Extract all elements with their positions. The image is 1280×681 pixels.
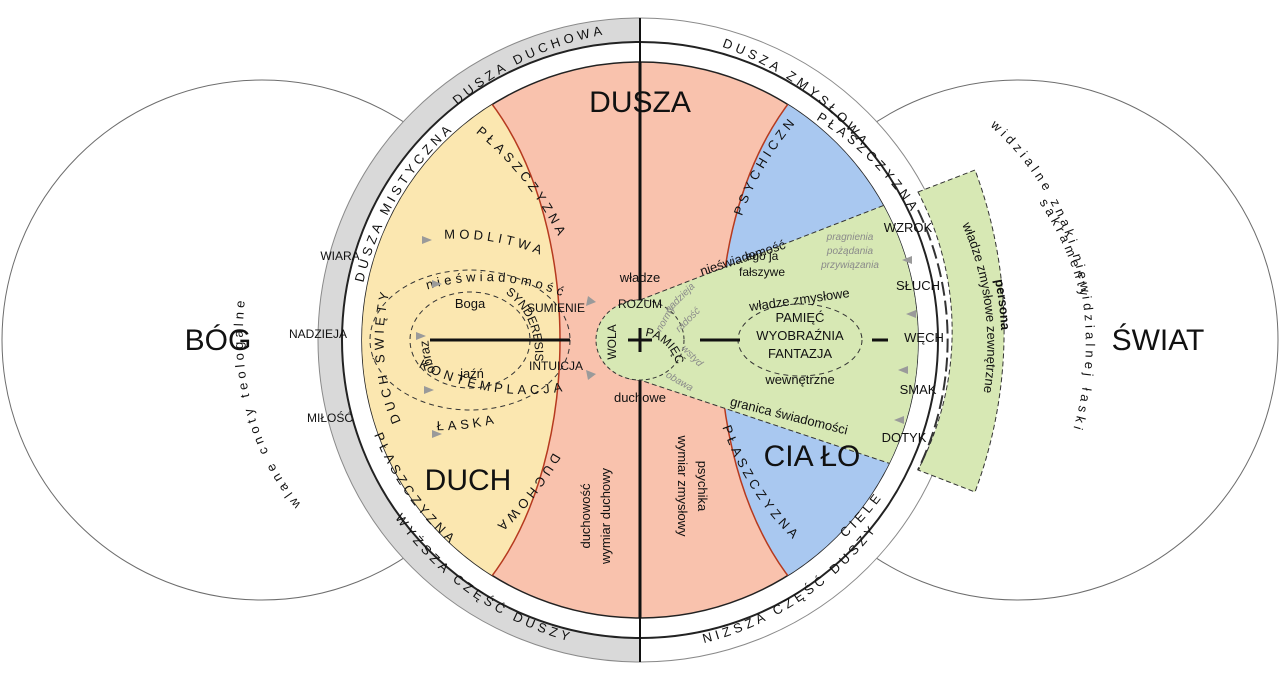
title-bog: BÓG	[185, 324, 252, 357]
desire-pragnienia: pragnienia	[826, 232, 874, 243]
sense-dotyk: DOTYK	[882, 430, 927, 445]
sense-arrows	[894, 256, 916, 424]
sense-ego-2: fałszywe	[739, 265, 785, 279]
title-cialo: CIA ŁO	[764, 440, 861, 473]
sense-wyobraznia: WYOBRAŹNIA	[756, 328, 844, 343]
title-swiat: ŚWIAT	[1112, 323, 1205, 357]
title-dusza: DUSZA	[589, 86, 691, 119]
sense-smak: SMAK	[900, 382, 937, 397]
spirit-intuicja: INTUICJA	[529, 359, 583, 373]
virtue-wiara: WIARA	[320, 249, 359, 263]
soul-duchowosc: duchowość	[578, 483, 593, 549]
center-wola: WOLA	[605, 324, 619, 359]
virtue-milosc: MIŁOŚĆ	[307, 410, 353, 425]
senses-boundary	[917, 209, 949, 471]
soul-wymiar-duchowy: wymiar duchowy	[598, 467, 613, 565]
sense-wech: WĘCH	[904, 330, 944, 345]
center-duchowe: duchowe	[614, 390, 666, 405]
desire-pozadania: pożądania	[826, 246, 874, 257]
center-wladze: władze	[619, 270, 660, 285]
center-rozum: ROZUM	[618, 297, 662, 311]
soul-psychika: psychika	[695, 461, 710, 512]
spirit-jazn: jaźń	[459, 366, 484, 381]
sense-fantazja: FANTAZJA	[768, 346, 832, 361]
soul-wymiar-zmyslowy: wymiar zmysłowy	[675, 434, 690, 537]
sense-wewnetrzne: wewnętrzne	[764, 372, 834, 387]
spirit-arrows	[416, 236, 596, 438]
sense-ego-1: ego ja	[746, 249, 779, 263]
spirit-boga: Boga	[455, 296, 486, 311]
sense-wzrok: WZROK	[884, 220, 933, 235]
title-duch: DUCH	[425, 464, 512, 497]
spirit-sumienie: SUMIENIE	[527, 301, 585, 315]
desire-przywiazania: przywiązania	[820, 260, 879, 271]
sense-sluch: SŁUCH	[896, 278, 940, 293]
sense-pamiec: PAMIĘĆ	[776, 310, 825, 325]
virtue-nadzieja: NADZIEJA	[289, 327, 347, 341]
